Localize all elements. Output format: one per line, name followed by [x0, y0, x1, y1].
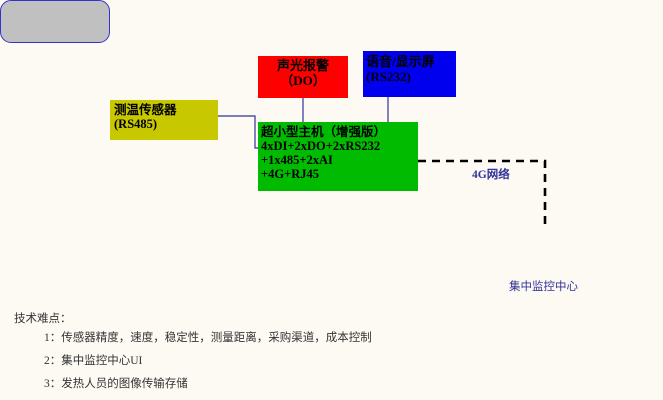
technical-note-item: 2：集中监控中心UI: [44, 355, 143, 367]
technical-note-item: 1：传感器精度，速度，稳定性，测量距离，采购渠道，成本控制: [44, 332, 372, 344]
label-central-monitoring-center: 集中监控中心: [509, 281, 578, 293]
node-voice-display-screen[interactable]: 语音/显示屏 (RS232): [363, 51, 456, 97]
edge-host-to-center-dashed: [418, 159, 547, 230]
node-audible-visual-alarm[interactable]: 声光报警 （DO）: [258, 56, 348, 98]
node-central-monitoring-center[interactable]: [0, 0, 110, 43]
technical-note-item: 3：发热人员的图像传输存储: [44, 378, 188, 390]
technical-notes-block: 技术难点： 1：传感器精度，速度，稳定性，测量距离，采购渠道，成本控制 2：集中…: [14, 310, 444, 398]
edge-sensor-to-host: [218, 115, 258, 149]
technical-notes-title: 技术难点：: [14, 313, 72, 325]
node-temperature-sensor[interactable]: 测温传感器 (RS485): [110, 100, 218, 140]
node-ultra-small-host[interactable]: 超小型主机（增强版） 4xDI+2xDO+2xRS232 +1x485+2xAI…: [258, 122, 418, 191]
label-4g-network: 4G网络: [472, 169, 510, 181]
